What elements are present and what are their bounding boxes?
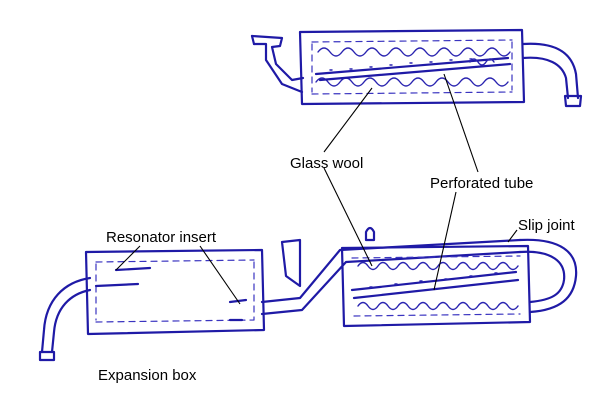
leader-glass-wool-top xyxy=(323,87,373,153)
label-perforated-tube: Perforated tube xyxy=(430,175,534,192)
rear-silencer-body xyxy=(340,244,532,328)
label-glass-wool: Glass wool xyxy=(290,155,364,172)
leader-lines xyxy=(115,73,518,305)
top-silencer xyxy=(250,28,583,108)
top-silencer-body xyxy=(298,28,526,106)
leader-resonator-left xyxy=(115,245,141,271)
rear-perforated-tube xyxy=(350,270,520,300)
resonator-insert-tube-1 xyxy=(114,266,152,272)
top-silencer-outlet-pipe xyxy=(521,42,580,100)
resonator-insert-tube-2 xyxy=(94,282,140,288)
expansion-box-inlet-pipe xyxy=(40,276,92,354)
leader-perforated-tube-bottom xyxy=(433,191,457,291)
mounting-tab xyxy=(364,226,376,242)
top-silencer-inlet-pipe xyxy=(250,34,305,94)
label-expansion-box: Expansion box xyxy=(98,367,197,384)
top-silencer-outlet-end xyxy=(563,94,583,108)
leader-glass-wool-bottom xyxy=(323,167,373,267)
leader-slip-joint xyxy=(507,229,518,243)
leader-resonator-right xyxy=(199,245,241,305)
bottom-assembly xyxy=(38,226,578,362)
label-slip-joint: Slip joint xyxy=(518,217,575,234)
label-resonator-insert: Resonator insert xyxy=(106,229,217,246)
leader-perforated-tube-top xyxy=(443,73,479,173)
top-perforated-tube xyxy=(314,56,512,82)
pipe-stub xyxy=(280,238,302,288)
top-glass-wool xyxy=(317,47,511,57)
rear-glass-wool xyxy=(357,261,519,271)
rear-silencer-outlet-pipe xyxy=(518,238,578,314)
